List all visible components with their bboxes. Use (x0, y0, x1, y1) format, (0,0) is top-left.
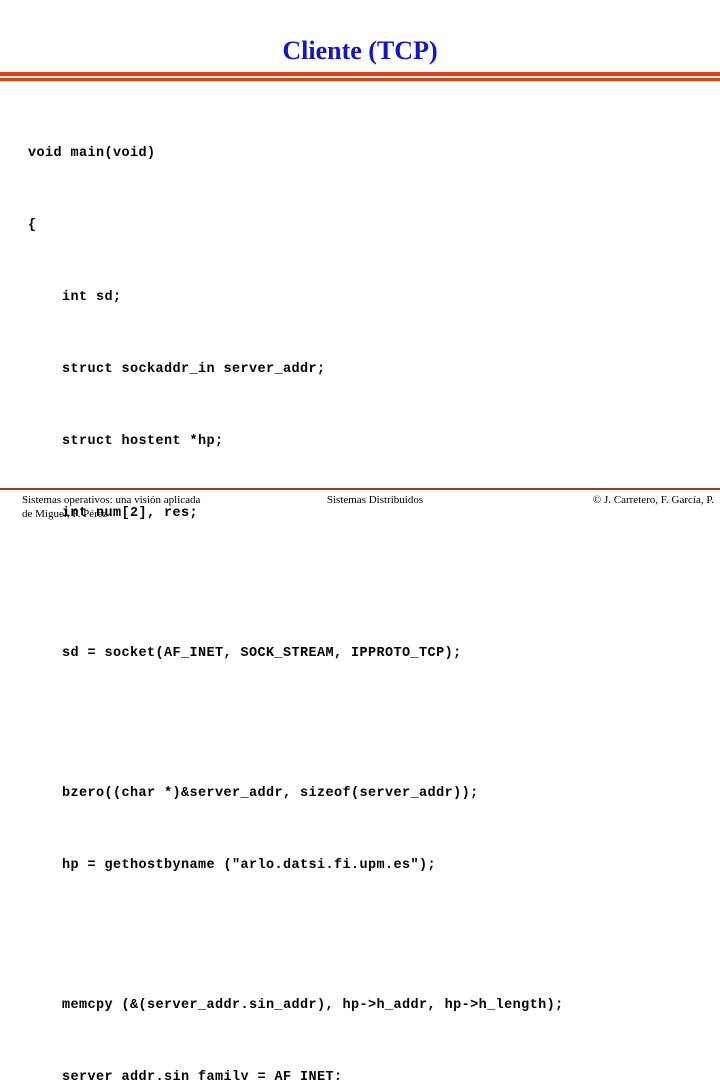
footer-book-title: Sistemas operativos: una visión aplicada (22, 494, 201, 506)
code-line-blank (28, 926, 708, 946)
code-line: struct sockaddr_in server_addr; (28, 362, 326, 377)
code-line: memcpy (&(server_addr.sin_addr), hp->h_a… (28, 998, 564, 1013)
code-line: struct hostent *hp; (28, 434, 224, 449)
code-line: hp = gethostbyname ("arlo.datsi.fi.upm.e… (28, 858, 437, 873)
slide-footer: Sistemas operativos: una visión aplicada… (0, 493, 720, 537)
footer-book-reference: Sistemas operativos: una visión aplicada… (22, 493, 322, 521)
code-line: int sd; (28, 290, 122, 305)
footer-book-authors: de Miguel, F. Pérez (22, 508, 108, 520)
footer-copyright: © J. Carretero, F. García, P. (592, 494, 714, 506)
footer-course-name: Sistemas Distribuidos (326, 494, 424, 506)
divider-rule-thin (0, 78, 720, 81)
divider-rule-gap (0, 76, 720, 78)
code-line: bzero((char *)&server_addr, sizeof(serve… (28, 786, 479, 801)
presentation-slide: Cliente (TCP) void main(void) { int sd; … (0, 36, 720, 1080)
code-line: void main(void) (28, 146, 156, 161)
code-line: sd = socket(AF_INET, SOCK_STREAM, IPPROT… (28, 646, 462, 661)
page-title: Cliente (TCP) (282, 36, 438, 65)
code-line: server_addr.sin_family = AF_INET; (28, 1070, 343, 1080)
code-line: { (28, 218, 37, 233)
code-line-blank (28, 714, 708, 734)
title-divider (0, 72, 720, 82)
divider-rule-thick (0, 72, 720, 76)
code-block: void main(void) { int sd; struct sockadd… (28, 94, 708, 1080)
code-line: int num[2], res; (28, 506, 199, 521)
footer-divider (0, 488, 720, 490)
code-line-blank (28, 574, 708, 594)
